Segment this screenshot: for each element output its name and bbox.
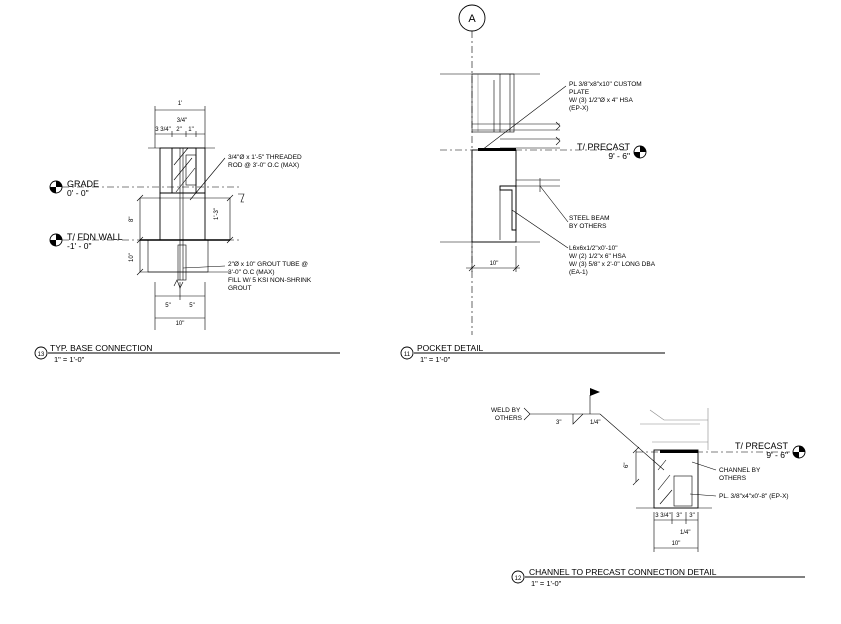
level-grade-name: GRADE <box>67 179 99 189</box>
detail-13-number: 13 <box>38 352 45 358</box>
weld-pitch-12: 1/4" <box>590 420 600 426</box>
note-11-plate: PL 3/8"x8"x10" CUSTOM PLATE W/ (3) 1/2"Ø… <box>569 81 643 112</box>
note-13-rod: 3/4"Ø x 1'-5" THREADED ROD @ 3'-0" O.C (… <box>228 154 303 169</box>
detail-12-scale: 1" = 1'-0" <box>531 579 562 588</box>
detail-13-base-connection: 1'-3" 8" 10" 1' 3 3/4" 2" 1" 3/4" 5" 5" … <box>34 101 340 364</box>
detail-12-number: 12 <box>515 576 522 582</box>
dim-13-top-c: 1" <box>188 127 193 133</box>
dim-13-bot-b: 5" <box>189 303 194 309</box>
detail-11-pocket: T/ PRECAST 9' - 6" 10" PL 3/8"x8"x10" CU… <box>400 73 665 364</box>
dim-13-left-a: 8" <box>129 217 135 222</box>
dim-12-bot-c: 3" <box>689 513 694 519</box>
dim-13-top-overall: 1' <box>178 101 182 107</box>
note-13-grout: 2"Ø x 10" GROUT TUBE @ 3'-0" O.C (MAX) F… <box>228 261 313 292</box>
level-11-value: 9' - 6" <box>608 151 630 161</box>
dim-13-right-v: 1'-3" <box>214 208 220 220</box>
detail-12-title: CHANNEL TO PRECAST CONNECTION DETAIL <box>529 567 717 577</box>
note-11-beam: STEEL BEAM BY OTHERS <box>569 215 611 230</box>
dim-12-left-v: 6" <box>624 463 630 468</box>
note-12-channel: CHANNEL BY OTHERS <box>719 467 762 482</box>
dim-12-bot-b: 3" <box>676 513 681 519</box>
level-12-name: T/ PRECAST <box>735 441 789 451</box>
detail-11-number: 11 <box>404 352 411 358</box>
detail-11-scale: 1" = 1'-0" <box>420 355 451 364</box>
weld-size-12: 3" <box>556 420 561 426</box>
level-marker-t-precast-12: T/ PRECAST 9' - 6" <box>735 441 806 460</box>
detail-12-title-block: 12 CHANNEL TO PRECAST CONNECTION DETAIL … <box>511 567 805 588</box>
dim-12-bot-a: 3 3/4" <box>655 513 670 519</box>
level-11-name: T/ PRECAST <box>577 142 631 152</box>
dim-13-top-b: 2" <box>176 127 181 133</box>
detail-11-title: POCKET DETAIL <box>417 343 484 353</box>
dim-13-left-b: 10" <box>129 253 135 262</box>
detail-13-title: TYP. BASE CONNECTION <box>50 343 152 353</box>
level-marker-t-precast-11: T/ PRECAST 9' - 6" <box>577 142 647 161</box>
level-fdn-name: T/ FDN WALL <box>67 232 123 242</box>
dim-13-bot-a: 5" <box>165 303 170 309</box>
dim-12-bot-d: 1/4" <box>680 530 690 536</box>
grid-label: A <box>468 13 476 25</box>
dim-11-bottom: 10" <box>490 261 499 267</box>
note-12-plate: PL. 3/8"x4"x0'-8" (EP-X) <box>719 493 789 500</box>
dim-13-top-a: 3 3/4" <box>155 127 170 133</box>
level-marker-grade: GRADE 0' - 0" <box>49 179 99 198</box>
detail-11-title-block: 11 POCKET DETAIL 1" = 1'-0" <box>400 343 665 364</box>
note-11-angle: L6x6x1/2"x0'-10" W/ (2) 1/2"x 6" HSA W/ … <box>569 245 657 276</box>
dim-13-top-d: 3/4" <box>177 118 187 124</box>
dim-13-bot-overall: 10" <box>176 321 185 327</box>
level-grade-value: 0' - 0" <box>67 188 89 198</box>
detail-13-title-block: 13 TYP. BASE CONNECTION 1" = 1'-0" <box>34 343 340 364</box>
dim-12-bot-overall: 10" <box>672 541 681 547</box>
level-fdn-value: -1' - 0" <box>67 241 91 251</box>
level-marker-fdn-wall: T/ FDN WALL -1' - 0" <box>49 232 123 251</box>
level-12-value: 9' - 6" <box>766 450 788 460</box>
detail-13-scale: 1" = 1'-0" <box>54 355 85 364</box>
weld-note-12: WELD BY OTHERS <box>491 407 523 422</box>
detail-12-channel-to-precast: WELD BY OTHERS 3" 1/4" T/ PRECAST 9' - 6… <box>491 388 806 588</box>
